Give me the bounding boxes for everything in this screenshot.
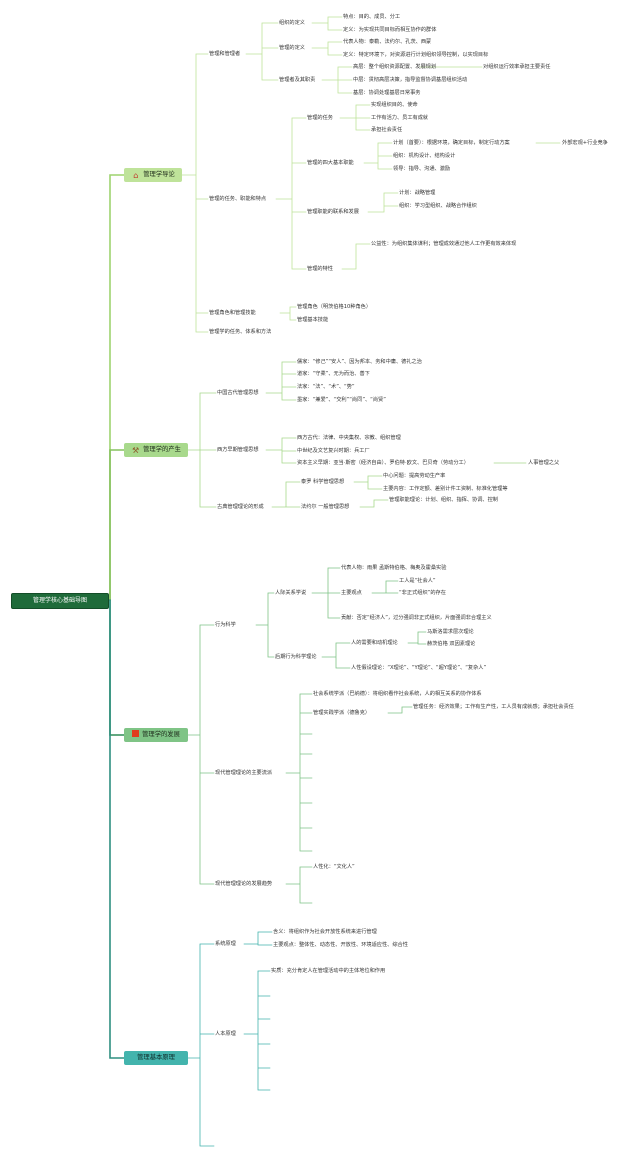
node: “非正式组织”的存在 bbox=[399, 590, 446, 596]
node: 管理职能的联系和发展 bbox=[307, 209, 359, 215]
node: 管理角色（明茨伯格10种角色） bbox=[297, 304, 372, 310]
node: 人性假设理论：“X理论”、“Y理论”、“超Y理论”、“复杂人” bbox=[351, 665, 487, 671]
node: 含义：将组织作为社会开放性系统来进行管理 bbox=[273, 929, 377, 935]
section-1-header: ⌂ 管理学导论 bbox=[124, 168, 182, 182]
node: 管理角色和管理技能 bbox=[209, 310, 256, 316]
node: 人本原理 bbox=[215, 1031, 236, 1037]
section-3-label: 管理学的发展 bbox=[142, 731, 180, 738]
section-3-header: 管理学的发展 bbox=[124, 728, 188, 742]
node: 中心问题：提高劳动生产率 bbox=[383, 473, 446, 479]
node: 对组织运行效率承担主要责任 bbox=[483, 64, 551, 70]
node: 管理任务：经济效果；工作有生产性，工人员有成就感；承担社会责任 bbox=[413, 704, 574, 710]
node: 计划（首要）：根据环境，确定目标，制定行动方案 bbox=[393, 140, 510, 146]
node: 代表人物：雨果 孟斯特伯格、梅奥及霍桑实验 bbox=[341, 565, 447, 571]
node: 代表人物：泰勒、法约尔、孔茨、西蒙 bbox=[343, 39, 432, 45]
node: 定义：为实现共同目标而相互协作的群体 bbox=[343, 27, 437, 33]
node: 工人是“社会人” bbox=[399, 578, 436, 584]
node: 行为科学 bbox=[215, 622, 236, 628]
node: 中层：贯彻高层决策，指导监督协调基层组织活动 bbox=[353, 77, 468, 83]
node: 管理的任务 bbox=[307, 115, 333, 121]
tools-icon: ⚒ bbox=[132, 446, 140, 455]
node: 主要内容：工作定额、差别计件工资制、标准化管理等 bbox=[383, 486, 508, 492]
node: 贡献：否定“经济人”，过分强调非正式组织，片面强调非合理主义 bbox=[341, 615, 492, 621]
node: 计划：战略管理 bbox=[399, 190, 436, 196]
node: 定义：特定环境下，对资源进行计划组织领导控制，以实现目标 bbox=[343, 52, 489, 58]
node: 管理实践学派（德鲁克） bbox=[313, 710, 371, 716]
node: 组织：学习型组织、战略合作组织 bbox=[399, 203, 477, 209]
node: 基层：协调处理基层日常事务 bbox=[353, 90, 421, 96]
section-4-label: 管理基本原理 bbox=[137, 1054, 175, 1061]
node: 工作有活力、员工有成就 bbox=[371, 115, 429, 121]
node: 现代管理理论的主要流派 bbox=[215, 770, 273, 776]
section-1-label: 管理学导论 bbox=[143, 171, 175, 178]
node: 马斯洛需求层次理论 bbox=[427, 629, 474, 635]
node: 管理者及其职责 bbox=[279, 77, 316, 83]
node: 赫茨伯格 双因素理论 bbox=[427, 641, 476, 647]
section-2-label: 管理学的产生 bbox=[143, 446, 181, 453]
node: 主要观点 bbox=[341, 590, 362, 596]
node: 道家：“守柔”、无为而治、善下 bbox=[297, 371, 370, 377]
node: 管理的定义 bbox=[279, 45, 305, 51]
node: 资本主义早期：亚当·斯密（经济自由）、罗伯特·欧文、巴贝奇（劳动分工） bbox=[297, 460, 469, 466]
node: 管理的任务、职能和特点 bbox=[209, 196, 267, 202]
node: 管理基本技能 bbox=[297, 317, 329, 323]
node: 系统原理 bbox=[215, 941, 236, 947]
root-node: 管理学核心基础导图 bbox=[11, 593, 109, 609]
node: 现代管理理论的发展趋势 bbox=[215, 881, 273, 887]
node: 人际关系学说 bbox=[275, 590, 307, 596]
node: 主要观点：整体性、动态性、开放性、环境适应性、综合性 bbox=[273, 942, 408, 948]
node: 管理的特性 bbox=[307, 266, 333, 272]
node: 儒家：“修己”“安人”、因为邦本、务和中庸、德礼之治 bbox=[297, 359, 422, 365]
node: 墨家：“兼爱”、“交利”“尚同”、“尚贤” bbox=[297, 397, 386, 403]
node: 中国古代管理思想 bbox=[217, 390, 259, 396]
node: 组织的定义 bbox=[279, 20, 305, 26]
section-4-header: 管理基本原理 bbox=[124, 1051, 188, 1065]
node: 泰罗 科学管理思想 bbox=[301, 479, 345, 485]
node: 实质：充分肯定人在管理活动中的主体地位和作用 bbox=[271, 968, 386, 974]
node: 法家：“法”、“术”、“势” bbox=[297, 384, 355, 390]
node: 承担社会责任 bbox=[371, 127, 403, 133]
node: 法约尔 一般管理思想 bbox=[301, 504, 350, 510]
flag-icon bbox=[132, 730, 140, 737]
node: 外部宏观+行业竞争 bbox=[562, 140, 608, 146]
node: 西方古代：法律、中央集权、宗教、组织管理 bbox=[297, 435, 401, 441]
node: 高层：整个组织资源配置、发展规划 bbox=[353, 64, 437, 70]
node: 管理和管理者 bbox=[209, 51, 241, 57]
node: 古典管理理论的形成 bbox=[217, 504, 264, 510]
node: 人性化：“文化人” bbox=[313, 864, 355, 870]
home-icon: ⌂ bbox=[133, 171, 139, 180]
section-2-header: ⚒管理学的产生 bbox=[124, 443, 188, 457]
node: 公益性：为组织集体谋利；管理成效通过他人工作更有效来体现 bbox=[371, 241, 517, 247]
node: 西方早期管理思想 bbox=[217, 447, 259, 453]
node: 组织：机构设计、结构设计 bbox=[393, 153, 456, 159]
node: 领导：指导、沟通、激励 bbox=[393, 166, 451, 172]
node: 管理学的任务、体系和方法 bbox=[209, 329, 272, 335]
node: 中世纪及文艺复兴时期：兵工厂 bbox=[297, 448, 370, 454]
node: 特点：目的、成员、分工 bbox=[343, 14, 401, 20]
node: 社会系统学派（巴纳德）：将组织看作社会系统，人的相互关系的协作体系 bbox=[313, 691, 482, 697]
node: 实现组织目的、使命 bbox=[371, 102, 418, 108]
node: 管理的四大基本职能 bbox=[307, 160, 354, 166]
node: 后期行为科学理论 bbox=[275, 654, 317, 660]
node: 管理职能理论：计划、组织、指挥、协调、控制 bbox=[389, 497, 498, 503]
node: 人事管理之父 bbox=[528, 460, 560, 466]
node: 人的需要和动机理论 bbox=[351, 640, 398, 646]
